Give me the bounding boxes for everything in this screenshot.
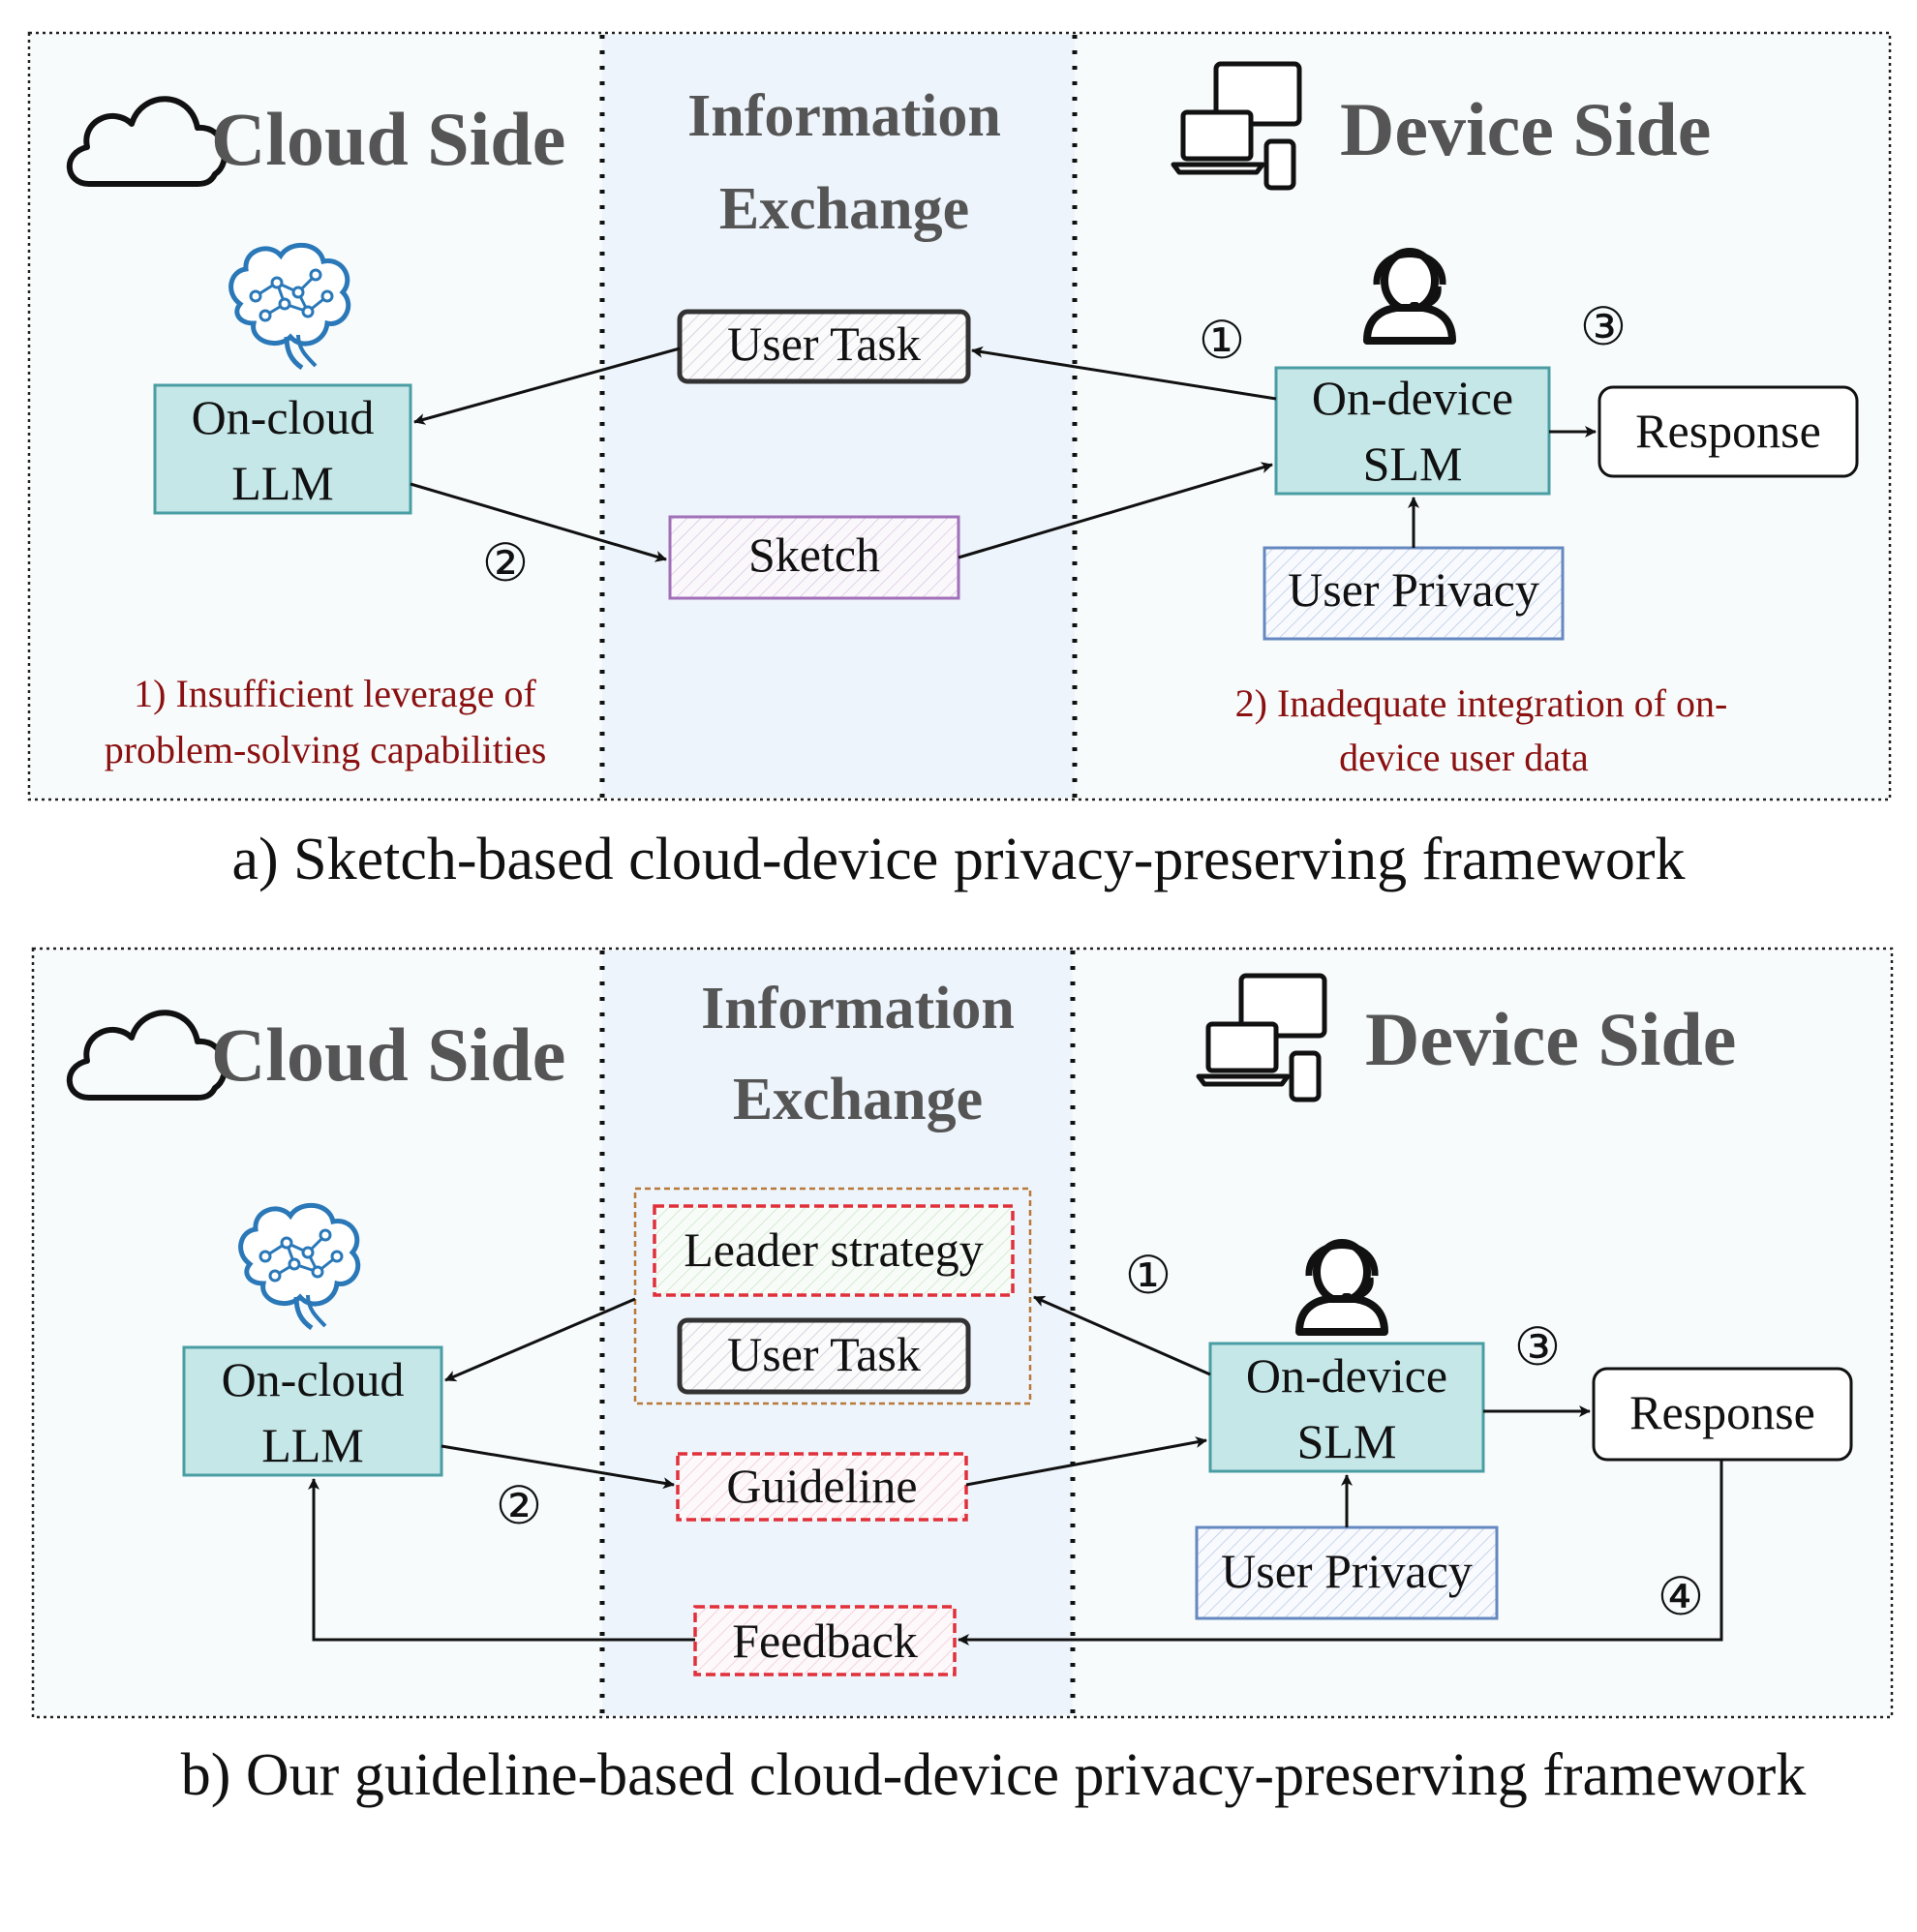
arrow-llm-to-guideline xyxy=(441,1444,675,1490)
on-device-slm-box xyxy=(1208,1342,1485,1473)
step-4-marker: ④ xyxy=(1658,1566,1704,1627)
user-privacy-label: User Privacy xyxy=(1221,1544,1473,1598)
sketch-box xyxy=(668,515,960,600)
arrow-llm-to-sketch xyxy=(410,482,667,562)
leader-strategy-box xyxy=(653,1204,1015,1297)
exchange-title-line2: Exchange xyxy=(733,1067,983,1132)
guideline-label: Guideline xyxy=(726,1459,917,1513)
on-cloud-llm-box xyxy=(182,1345,443,1477)
response-label: Response xyxy=(1635,404,1821,458)
panel-a-exchange-zone xyxy=(602,35,1075,798)
device-side-title: Device Side xyxy=(1365,997,1736,1081)
arrow-response-to-feedback xyxy=(958,1460,1723,1645)
device-side-title: Device Side xyxy=(1340,87,1711,171)
user-task-label: User Task xyxy=(727,1327,921,1381)
arrow-slm-to-usertask xyxy=(971,346,1277,401)
exchange-title-line1: Information xyxy=(701,976,1015,1041)
exchange-title-line2: Exchange xyxy=(719,176,969,242)
response-label: Response xyxy=(1629,1385,1815,1439)
panel-a-arrows xyxy=(410,346,1597,562)
on-device-slm-line2: SLM xyxy=(1363,437,1463,491)
guideline-box xyxy=(676,1452,968,1522)
user-task-box xyxy=(677,1317,971,1395)
caption-a: a) Sketch-based cloud-device privacy-pre… xyxy=(231,827,1685,892)
user-task-box xyxy=(677,309,971,384)
on-cloud-llm-box xyxy=(153,383,412,515)
feedback-box xyxy=(693,1605,957,1676)
on-cloud-llm-line2: LLM xyxy=(261,1418,364,1472)
user-privacy-label: User Privacy xyxy=(1288,562,1539,617)
user-privacy-box xyxy=(1195,1525,1499,1620)
panel-a: Cloud Side Information Exchange Device S… xyxy=(27,31,1892,801)
issue-2-line1: 2) Inadequate integration of on- xyxy=(1235,681,1728,725)
user-privacy-box xyxy=(1263,546,1565,641)
issue-1-line2: problem-solving capabilities xyxy=(105,728,547,771)
panel-b: Cloud Side Information Exchange Device S… xyxy=(31,947,1894,1719)
response-box xyxy=(1598,385,1859,478)
on-cloud-llm-line1: On-cloud xyxy=(192,390,375,444)
arrow-guideline-to-slm xyxy=(965,1436,1207,1487)
panel-b-arrows xyxy=(308,1295,1723,1645)
cloud-side-title: Cloud Side xyxy=(211,1012,565,1097)
arrow-slm-to-exchange xyxy=(1033,1295,1211,1376)
step-1-marker: ① xyxy=(1125,1245,1172,1306)
step-3-marker: ③ xyxy=(1580,296,1627,357)
exchange-title-line1: Information xyxy=(687,83,1001,149)
user-task-label: User Task xyxy=(727,317,921,371)
arrow-usertask-to-llm xyxy=(413,347,681,425)
arrow-sketch-to-slm xyxy=(958,462,1273,559)
step-2-marker: ② xyxy=(496,1475,542,1536)
on-device-slm-line2: SLM xyxy=(1297,1414,1397,1468)
step-1-marker: ① xyxy=(1199,310,1245,371)
arrow-feedback-to-llm xyxy=(308,1478,695,1642)
step-3-marker: ③ xyxy=(1514,1316,1561,1377)
on-device-slm-box xyxy=(1274,366,1551,496)
feedback-label: Feedback xyxy=(732,1614,918,1668)
on-cloud-llm-line2: LLM xyxy=(231,456,334,510)
issue-1-line1: 1) Insufficient leverage of xyxy=(134,672,536,715)
sketch-label: Sketch xyxy=(748,528,880,582)
step-2-marker: ② xyxy=(482,532,529,593)
issue-2-line2: device user data xyxy=(1339,736,1589,779)
exchange-group-box xyxy=(633,1187,1032,1405)
on-device-slm-line1: On-device xyxy=(1312,371,1513,425)
caption-b: b) Our guideline-based cloud-device priv… xyxy=(181,1742,1806,1808)
on-cloud-llm-line1: On-cloud xyxy=(222,1352,405,1406)
cloud-side-title: Cloud Side xyxy=(211,97,565,181)
arrow-exchange-to-llm xyxy=(444,1297,636,1382)
leader-strategy-label: Leader strategy xyxy=(684,1223,984,1277)
on-device-slm-line1: On-device xyxy=(1246,1348,1447,1403)
